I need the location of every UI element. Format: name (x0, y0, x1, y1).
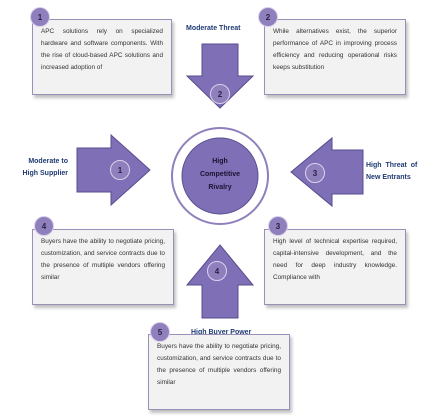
bottom-arrow (185, 244, 255, 319)
right-force-label-line1: High Threat of (366, 162, 418, 169)
top-force-label: Moderate Threat (186, 25, 241, 32)
text-box-4: Buyers have the ability to negotiate pri… (32, 229, 174, 305)
text-box-2-text: While alternatives exist, the superior p… (273, 28, 397, 71)
text-box-5-text: Buyers have the ability to negotiate pri… (157, 343, 281, 386)
text-box-4-number: 4 (34, 216, 54, 236)
right-arrow (290, 136, 364, 208)
text-box-3-number: 3 (268, 216, 288, 236)
text-box-2-number: 2 (258, 7, 278, 27)
top-arrow (185, 43, 255, 109)
text-box-4-text: Buyers have the ability to negotiate pri… (41, 238, 165, 281)
text-box-1-number: 1 (30, 7, 50, 27)
text-box-3: High level of technical expertise requir… (264, 229, 406, 305)
center-label-line2: Competitive (199, 171, 241, 178)
left-force-label-line1: Moderate to (28, 158, 68, 165)
center-circle (181, 137, 259, 215)
text-box-5: Buyers have the ability to negotiate pri… (148, 334, 290, 410)
right-force-label: High Threat of New Entrants (366, 160, 436, 184)
text-box-1-text: APC solutions rely on specialized hardwa… (41, 28, 163, 71)
left-force-label: Moderate to High Supplier (20, 156, 69, 180)
left-arrow-number: 1 (110, 160, 130, 180)
text-box-3-text: High level of technical expertise requir… (273, 238, 397, 281)
text-box-1: APC solutions rely on specialized hardwa… (32, 19, 172, 95)
text-box-2: While alternatives exist, the superior p… (264, 19, 406, 95)
bottom-arrow-number: 4 (207, 261, 227, 281)
top-arrow-number: 2 (210, 84, 230, 104)
center-label-line1: High (212, 158, 228, 165)
center-label: High Competitive Rivalry (182, 155, 258, 194)
text-box-5-number: 5 (150, 322, 170, 342)
right-arrow-number: 3 (305, 163, 325, 183)
center-label-line3: Rivalry (208, 184, 232, 191)
left-force-label-line2: High Supplier (22, 170, 69, 177)
right-force-label-line2: New Entrants (366, 174, 411, 181)
bottom-force-label: High Buyer Power (191, 329, 252, 336)
